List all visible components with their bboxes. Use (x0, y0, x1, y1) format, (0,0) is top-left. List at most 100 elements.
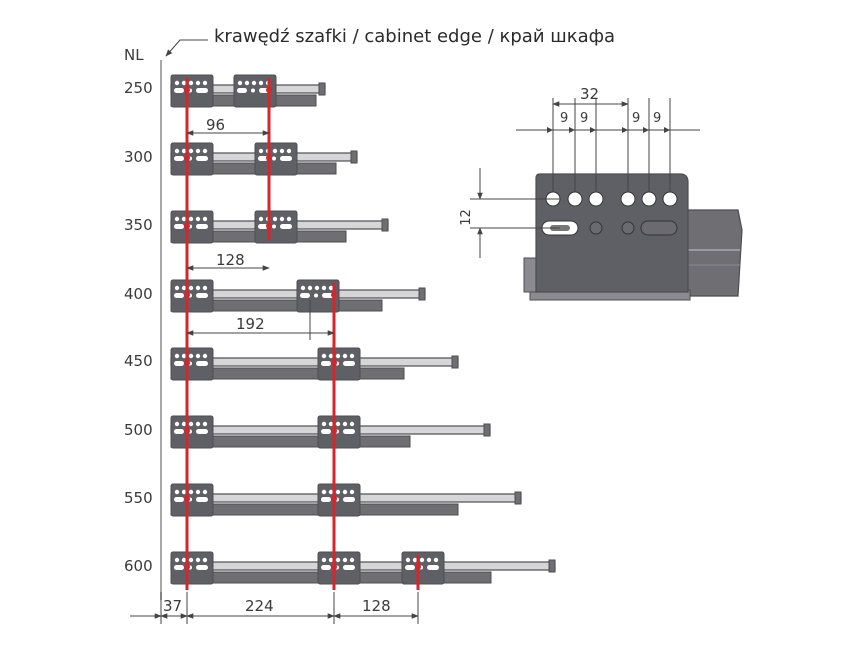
bracket-hole (349, 489, 355, 495)
bracket-hole (321, 285, 327, 291)
bracket-hole (181, 489, 187, 495)
dimension-128-bottom: 128 (362, 597, 391, 615)
bracket-hole (335, 353, 341, 359)
slide-rail-end (350, 150, 358, 164)
dimension-224: 224 (245, 597, 274, 615)
detail-bracket-slot (640, 220, 678, 236)
bracket-hole (202, 421, 208, 427)
hole-marker (331, 292, 337, 298)
bracket-slot (343, 565, 355, 570)
bracket-hole (181, 557, 187, 563)
detail-dimension-12: 12 (458, 209, 474, 226)
bracket-hole (279, 216, 285, 222)
detail-bracket-hole (588, 191, 604, 207)
bracket-slot (300, 293, 310, 298)
bracket-slot (258, 224, 268, 229)
bracket-hole (286, 148, 292, 154)
bracket-hole (342, 557, 348, 563)
detail-bracket-hole (662, 191, 678, 207)
bracket-hole (412, 557, 418, 563)
bracket-hole (328, 489, 334, 495)
bracket-hole (286, 216, 292, 222)
hole-marker (331, 564, 337, 570)
dimension-128-middle: 128 (216, 251, 245, 269)
bracket-hole (188, 148, 194, 154)
bracket-hole (272, 148, 278, 154)
detail-arrowhead (664, 127, 670, 133)
detail-bracket-hole (621, 221, 635, 235)
mounting-bracket (317, 483, 361, 517)
hole-marker (331, 496, 337, 502)
detail-arrowhead (622, 127, 628, 133)
bracket-hole (335, 557, 341, 563)
hole-marker (184, 428, 190, 434)
bracket-slot (174, 497, 184, 502)
detail-bracket-hole (620, 191, 636, 207)
bracket-hole (237, 80, 243, 86)
slide-rail-end (514, 491, 522, 505)
mounting-bracket (170, 483, 214, 517)
bracket-hole (174, 421, 180, 427)
bracket-hole (244, 80, 250, 86)
bracket-slot (237, 88, 247, 93)
bracket-hole (174, 216, 180, 222)
bracket-hole (188, 216, 194, 222)
mounting-bracket (170, 347, 214, 381)
bracket-slot (196, 429, 208, 434)
bracket-slot (174, 429, 184, 434)
bracket-hole (419, 557, 425, 563)
bracket-hole (174, 80, 180, 86)
bracket-slot (196, 293, 208, 298)
dimension-96: 96 (206, 116, 226, 134)
detail-arrowhead (569, 127, 575, 133)
mounting-bracket (317, 415, 361, 449)
bracket-hole (300, 285, 306, 291)
bracket-slot (321, 565, 331, 570)
bracket-hole (258, 216, 264, 222)
bracket-hole (195, 353, 201, 359)
bracket-slot (174, 565, 184, 570)
bracket-hole (272, 156, 276, 161)
bracket-hole (181, 80, 187, 86)
bracket-slot (322, 293, 334, 298)
bracket-slot (196, 156, 208, 161)
bracket-hole (188, 489, 194, 495)
bracket-hole (321, 353, 327, 359)
mounting-bracket (170, 210, 214, 244)
bracket-slot (196, 224, 208, 229)
title-leader-arrow (165, 39, 208, 57)
detail-bracket-hole (589, 221, 603, 235)
bracket-hole (314, 293, 318, 298)
bracket-hole (188, 285, 194, 291)
bracket-hole (342, 421, 348, 427)
bracket-slot (343, 497, 355, 502)
bracket-hole (202, 80, 208, 86)
bracket-hole (307, 285, 313, 291)
bracket-hole (188, 353, 194, 359)
slide-rail-lower (170, 503, 459, 516)
slide-rail-end (318, 82, 326, 96)
bracket-slot (280, 224, 292, 229)
bracket-slot (174, 293, 184, 298)
bracket-slot (280, 156, 292, 161)
nl-label-600: 600 (124, 557, 153, 575)
nl-label-300: 300 (124, 148, 153, 166)
bracket-hole (335, 421, 341, 427)
mounting-bracket (170, 74, 214, 108)
bracket-hole (258, 80, 264, 86)
mounting-bracket (170, 142, 214, 176)
slide-rail-end (381, 218, 389, 232)
bracket-hole (314, 285, 320, 291)
nl-label-400: 400 (124, 285, 153, 303)
bracket-slot (405, 565, 415, 570)
hole-marker (415, 564, 421, 570)
bracket-hole (202, 216, 208, 222)
bracket-hole (426, 557, 432, 563)
nl-header: NL (124, 46, 144, 64)
bracket-hole (202, 148, 208, 154)
bracket-hole (188, 557, 194, 563)
dimension-192: 192 (236, 315, 265, 333)
detail-arrowhead (547, 127, 553, 133)
bracket-hole (195, 285, 201, 291)
